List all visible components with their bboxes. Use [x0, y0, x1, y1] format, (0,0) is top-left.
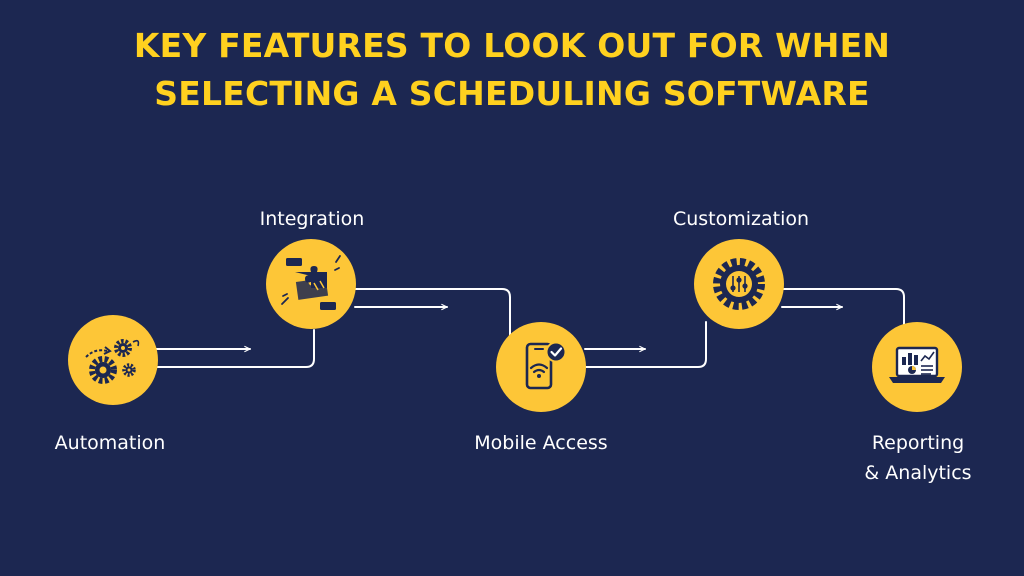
connector-elbow-4 [781, 288, 905, 337]
node-integration [266, 239, 356, 329]
puzzle-handshake-icon [281, 255, 341, 310]
gear-sliders-icon [713, 258, 765, 310]
title-line-1: KEY FEATURES TO LOOK OUT FOR WHEN [133, 26, 891, 65]
mobile-check-icon [525, 341, 567, 390]
connectors [155, 288, 905, 368]
feature-label-automation: Automation [54, 432, 166, 454]
laptop-chart-icon [889, 346, 945, 383]
connector-elbow-3 [584, 321, 707, 368]
node-reporting-analytics [872, 322, 962, 412]
page-title: KEY FEATURES TO LOOK OUT FOR WHEN SELECT… [0, 22, 1024, 118]
feature-label-integration: Integration [259, 208, 365, 230]
connector-elbow-2 [354, 288, 511, 337]
feature-label-reporting-line-1: Reporting [871, 432, 965, 454]
feature-label-reporting-line-2: & Analytics [864, 462, 972, 484]
gears-icon [85, 339, 140, 384]
feature-label-reporting-analytics: Reporting & Analytics [836, 428, 1000, 488]
connector-elbow-1 [155, 329, 315, 368]
node-customization [694, 239, 784, 329]
node-automation [68, 315, 158, 405]
feature-label-mobile-access: Mobile Access [474, 432, 608, 454]
feature-label-customization: Customization [672, 208, 810, 230]
title-line-2: SELECTING A SCHEDULING SOFTWARE [154, 74, 870, 113]
node-mobile-access [496, 322, 586, 412]
